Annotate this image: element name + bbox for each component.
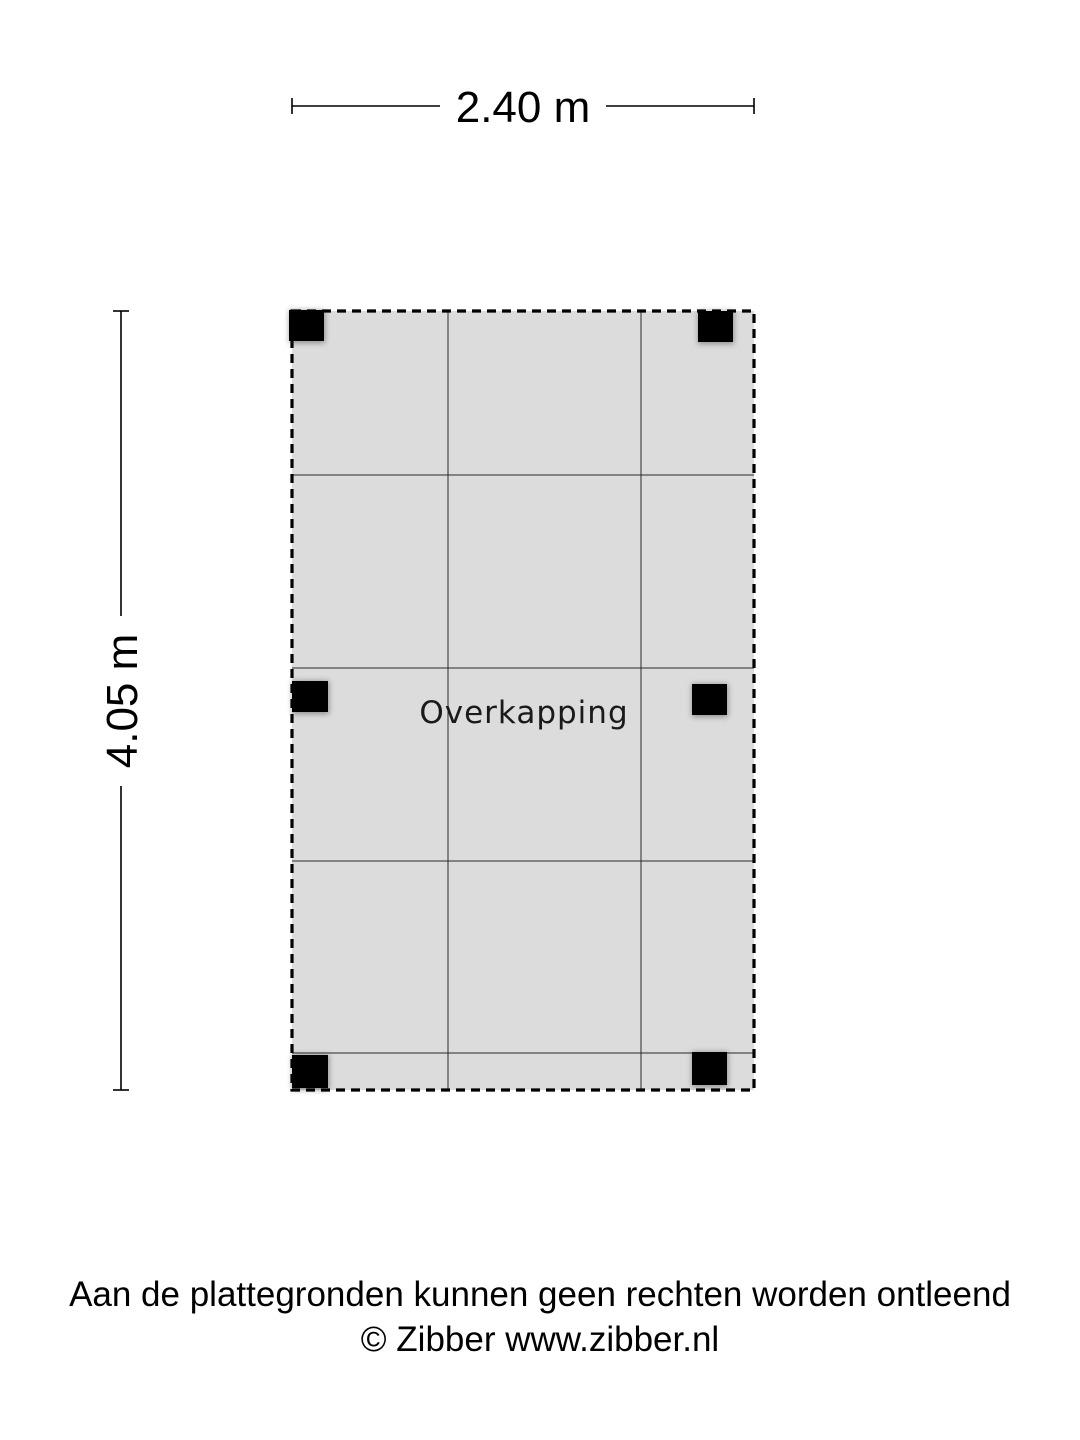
room-grid xyxy=(292,311,754,1090)
room-overkapping: Overkapping xyxy=(290,309,756,1092)
copyright-text: © Zibber www.zibber.nl xyxy=(360,1320,720,1359)
disclaimer-text: Aan de plattegronden kunnen geen rechten… xyxy=(69,1275,1011,1314)
support-post xyxy=(292,681,329,714)
width-dimension: 2.40 m xyxy=(291,83,755,132)
support-post xyxy=(292,1055,329,1090)
room-floor xyxy=(292,311,754,1090)
width-dimension-label: 2.40 m xyxy=(456,83,591,132)
support-posts xyxy=(289,310,734,1090)
depth-dimension: 4.05 m xyxy=(98,310,147,1091)
support-post xyxy=(692,684,728,717)
support-post xyxy=(289,310,325,343)
support-post xyxy=(692,1052,728,1087)
support-post xyxy=(698,311,734,344)
room-label: Overkapping xyxy=(419,695,628,731)
depth-dimension-label: 4.05 m xyxy=(98,634,147,769)
